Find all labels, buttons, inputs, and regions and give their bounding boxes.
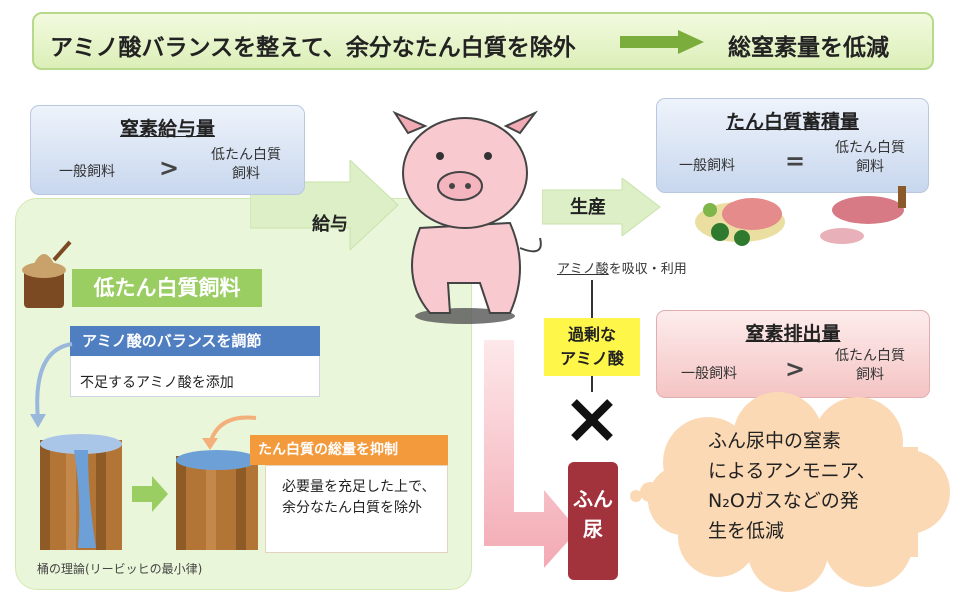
supply-symbol: >: [159, 154, 180, 182]
production-arrow-icon: [542, 178, 661, 236]
accum-symbol: =: [785, 147, 806, 175]
feed-bag-icon: [22, 240, 72, 308]
supply-title: 窒素給与量: [119, 118, 215, 140]
feed-label: 給与: [312, 214, 348, 235]
amino-balance-box: [70, 355, 320, 397]
excr-left: 一般飼料: [681, 366, 737, 382]
accum-left: 一般飼料: [679, 158, 735, 174]
low-protein-feed-label: 低たん白質飼料: [72, 269, 262, 307]
pig-illustration: [392, 110, 542, 324]
curve-arrow-icon: [30, 342, 73, 428]
barrel-illustration: [40, 434, 258, 550]
top-banner: [32, 12, 934, 70]
excess-amino-box: 過剰な アミノ酸: [544, 318, 640, 376]
accum-title: たん白質蓄積量: [725, 111, 859, 133]
excr-symbol: >: [785, 355, 806, 383]
excr-right: 低たん白質 飼料: [835, 348, 905, 383]
excretion-arrow-icon: [484, 340, 578, 568]
protein-accumulation-box: たん白質蓄積量 一般飼料 = 低たん白質 飼料: [656, 98, 929, 193]
barrel-theory-caption: 桶の理論(リービッヒの最小律): [37, 562, 203, 576]
orange-curve-arrow-icon: [202, 415, 257, 450]
nitrogen-excretion-box: 窒素排出量 一般飼料 > 低たん白質 飼料: [656, 310, 930, 398]
cloud-text: ふん尿中の窒素 によるアンモニア、 N₂Oガスなどの発 生を低減: [708, 430, 876, 542]
urine-box: ふん 尿: [568, 462, 618, 580]
absorb-label: アミノ酸を吸収・利用: [557, 262, 687, 277]
accum-right: 低たん白質 飼料: [835, 140, 905, 175]
total-protein-text: 必要量を充足した上で、余分なたん白質を除外: [282, 479, 436, 516]
production-label: 生産: [570, 197, 606, 218]
banner-left-text: アミノ酸バランスを整えて、余分なたん白質を除外: [50, 35, 576, 61]
cloud-shape: [630, 392, 950, 592]
amino-balance-title: アミノ酸のバランスを調節: [70, 326, 320, 356]
supply-right: 低たん白質 飼料: [211, 147, 281, 182]
cross-icon: [571, 399, 613, 441]
meat-illustration: [695, 186, 906, 246]
banner-arrow-icon: [620, 30, 704, 54]
nitrogen-supply-box: 窒素給与量 一般飼料 > 低たん白質 飼料: [30, 105, 305, 195]
excr-title: 窒素排出量: [745, 323, 841, 345]
supply-left: 一般飼料: [59, 164, 115, 180]
connector-line: [591, 280, 593, 320]
amino-balance-text: 不足するアミノ酸を添加: [80, 375, 234, 391]
total-protein-title: たん白質の総量を抑制: [250, 435, 448, 465]
banner-right-text: 総窒素量を低減: [728, 35, 889, 61]
connector-line-lower: [591, 376, 593, 392]
total-protein-box: [265, 465, 448, 553]
